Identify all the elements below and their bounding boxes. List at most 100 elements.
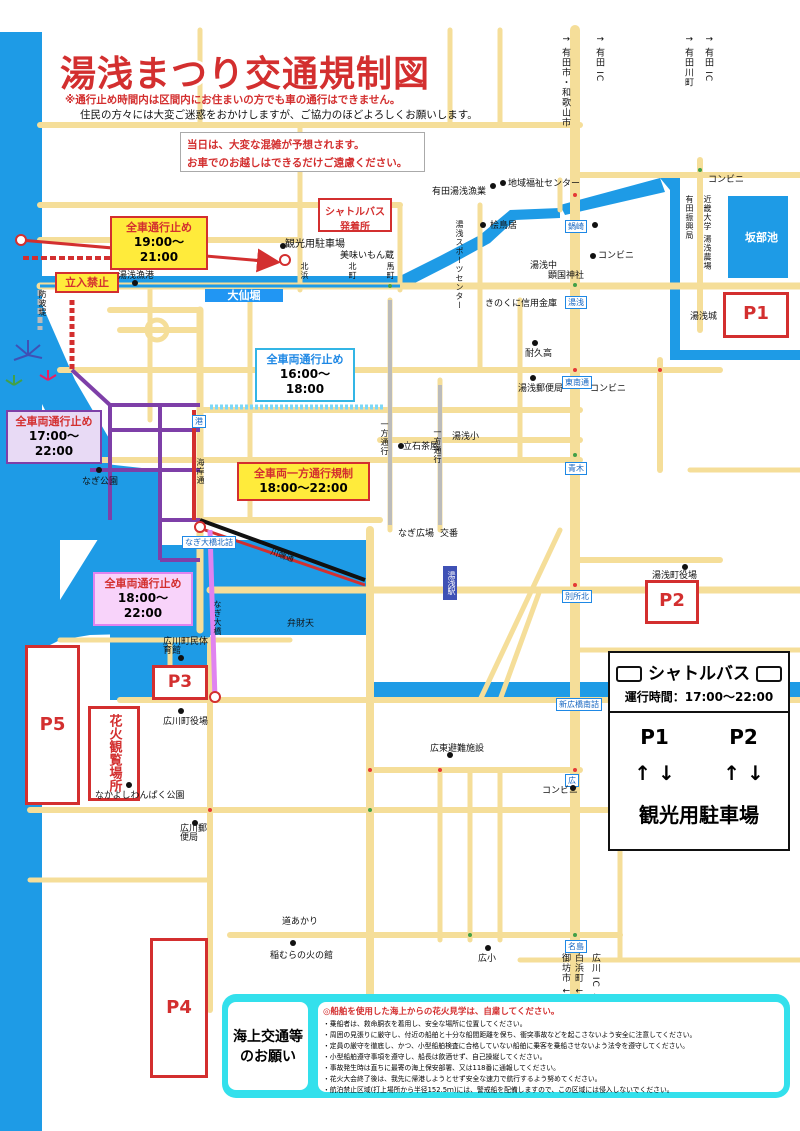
sea-notice-line: ・花火大会終了後は、我先に帰港しようとせず安全な速力で航行するよう努めてください…: [323, 1075, 602, 1083]
direction-arida-wakayama: ↑ 有田市・和歌山市: [560, 35, 570, 128]
node-minato: 港: [192, 415, 206, 428]
sea-notice-line: ・航泊禁止区域(打上場所から半径152.5ｍ)には、警戒船を配備しますので、この…: [323, 1086, 674, 1094]
label-hirokawa-office: 広川町役場: [163, 717, 209, 727]
label-arida-prefectural: 有田振興局: [685, 195, 694, 240]
sea-notice-heading-box: 海上交通等のお願い: [228, 1002, 308, 1090]
notice-line-2: 住民の方々には大変ご迷惑をおかけしますが、ご協力のほどよろしくお願いします。: [80, 109, 478, 121]
label-konbini-3: コンビニ: [590, 384, 627, 394]
label-nagi-square: なぎ広場: [398, 529, 435, 539]
restriction-3-time: 17:00～22:00: [28, 428, 80, 458]
sea-notice-line: ・小型船舶遵守事項を遵守し、船長は飲酒せず、自己操縦してください。: [323, 1053, 547, 1061]
river-east: [660, 178, 800, 360]
poi-dot: [532, 340, 538, 346]
label-umamachi: 馬町: [386, 262, 395, 280]
fireworks-icon: [5, 340, 57, 386]
poi-dot: [447, 752, 453, 758]
restriction-1-label: 全車通行止め: [126, 221, 192, 234]
sea-notice-line: ・事故発生時は直ちに最寄の海上保安部署、又は118番に通報してください。: [323, 1064, 560, 1072]
sea-notice-line: ・乗船者は、救命胴衣を着用し、安全な場所に位置してください。: [323, 1020, 527, 1028]
node-aoki: 青木: [565, 462, 587, 475]
restriction-black: [199, 518, 366, 582]
restriction-2-time: 16:00～18:00: [279, 366, 331, 396]
parking-p5: P5: [25, 645, 80, 805]
page-title: 湯浅まつり交通規制図: [60, 54, 431, 95]
restriction-sign-3: 全車両通行止め 17:00～22:00: [6, 410, 102, 464]
node-nagi-ohashi: なぎ大橋北詰: [182, 536, 236, 549]
node-nadajima: 名島: [565, 940, 587, 953]
node-yuasa: 湯浅: [565, 296, 587, 309]
poi-dot: [280, 243, 286, 249]
node-sakimine: 鍋崎: [565, 220, 587, 233]
roundabout: [144, 317, 170, 343]
restriction-sign-5: 全車両通行止め 18:00～22:00: [93, 572, 193, 626]
no-entry-sign: 立入禁止: [55, 272, 119, 293]
restriction-5-time: 18:00～22:00: [117, 590, 169, 620]
direction-gobo: 御坊市 ↓: [560, 953, 570, 996]
node-tomyo: 東南通: [562, 376, 592, 389]
label-hirokawa-gym: 広川町民体育館: [163, 637, 209, 656]
shuttle-legend: シャトルバス 運行時間：17:00～22:00 P1 P2 ↑ ↓ ↑ ↓ 観光…: [608, 651, 790, 851]
shuttle-stop-line-2: 発着所: [340, 222, 370, 233]
restriction-purple: [70, 368, 200, 562]
parking-p3: P3: [152, 665, 208, 700]
shuttle-stop-box: シャトルバス 発着所: [318, 198, 392, 233]
label-benzaiten: 弁財天: [287, 619, 315, 629]
direction-shirahama: 白浜町 ↓: [573, 953, 583, 996]
label-junior-high: 湯浅中: [530, 261, 558, 271]
label-kindai: 近畿大学 湯浅農場: [703, 195, 712, 271]
label-yuasa-elementary: 湯浅小: [452, 432, 480, 442]
no-entry-marks: [15, 234, 291, 703]
label-inamura: 稲むらの火の館: [270, 951, 334, 961]
label-tachi-tea: 立石茶屋: [403, 442, 440, 452]
sea-notice: 海上交通等のお願い ◎船舶を使用した海上からの花火見学は、自粛してください。 ・…: [222, 994, 790, 1098]
notice-line-1: ※通行止め時間内は区間内にお住まいの方でも車の通行はできません。: [65, 94, 401, 106]
sea-notice-title: ◎船舶を使用した海上からの花火見学は、自粛してください。: [323, 1007, 560, 1017]
restriction-sign-2: 全車両通行止め 16:00～18:00: [255, 348, 355, 402]
restriction-1-time: 19:00～21:00: [133, 234, 185, 264]
label-nagi-park: なぎ公園: [82, 477, 119, 487]
label-konbini-1: コンビニ: [708, 175, 745, 185]
river-north: [40, 276, 400, 286]
poi-dot: [178, 708, 184, 714]
label-konbini-4: コンビニ: [542, 786, 579, 796]
label-arida-fisheries: 有田湯浅漁業: [432, 187, 487, 197]
poi-dot: [570, 785, 576, 791]
label-bohatei: 防波堤: [38, 290, 47, 317]
sea-notice-line: ・周囲の見張りに厳守し、付近の船舶と十分な船間距離を保ち、衝突事故などを起こさな…: [323, 1031, 697, 1039]
label-sakabeike: 坂部池: [745, 231, 778, 244]
label-yuasa-station: 湯浅駅: [447, 571, 456, 595]
label-high-school: 耐久高: [525, 349, 553, 359]
sea-notice-line: ・定員の厳守を徹底し、かつ、小型船舶検査に合格していない船舶に乗客を乗船させない…: [323, 1042, 690, 1050]
label-tourist-parking-lot: 観光用駐車場: [285, 239, 345, 250]
yuasa-station: 湯浅駅: [443, 566, 457, 600]
bus-icon: [616, 666, 643, 682]
direction-arida-ic: ↑ 有田 IC: [594, 35, 604, 83]
restriction-4-label: 全車両一方通行規制: [254, 467, 353, 480]
shuttle-legend-arrows-1: ↑ ↓: [634, 761, 675, 785]
label-konbini-2: コンビニ: [598, 251, 635, 261]
poi-dot: [590, 253, 596, 259]
label-miso-kura: 美味いもん蔵: [340, 251, 395, 261]
shuttle-legend-title: シャトルバス: [610, 659, 788, 684]
sea-notice-body: ◎船舶を使用した海上からの花火見学は、自粛してください。 ・乗船者は、救命胴衣を…: [318, 1002, 784, 1094]
parking-p1: P1: [723, 292, 789, 338]
parking-p2: P2: [645, 580, 699, 624]
shuttle-legend-p1: P1: [640, 725, 669, 749]
poi-dot: [290, 940, 296, 946]
sea-south: [0, 540, 60, 980]
shuttle-legend-parking: 観光用駐車場: [639, 803, 759, 827]
fireworks-viewing-label: 花火観覧場所: [106, 714, 122, 792]
direction-arida-ic-2: ↑ 有田 IC: [703, 35, 713, 83]
label-hirokawa-post: 広川郵便局: [180, 824, 208, 843]
label-nagi-ohashi-2: なぎ大橋: [213, 600, 222, 636]
shuttle-stop-line-1: シャトルバス: [325, 207, 385, 218]
shuttle-legend-p2: P2: [729, 725, 758, 749]
label-evac: 広東避難施設: [430, 744, 485, 754]
label-daisenbori: 大仙堀: [205, 289, 283, 302]
poi-dot: [398, 443, 404, 449]
label-kitahama: 北浜: [300, 262, 309, 280]
poi-dot: [132, 280, 138, 286]
poi-dot: [192, 820, 198, 826]
poi-dot: [480, 222, 486, 228]
sea: [0, 32, 800, 700]
